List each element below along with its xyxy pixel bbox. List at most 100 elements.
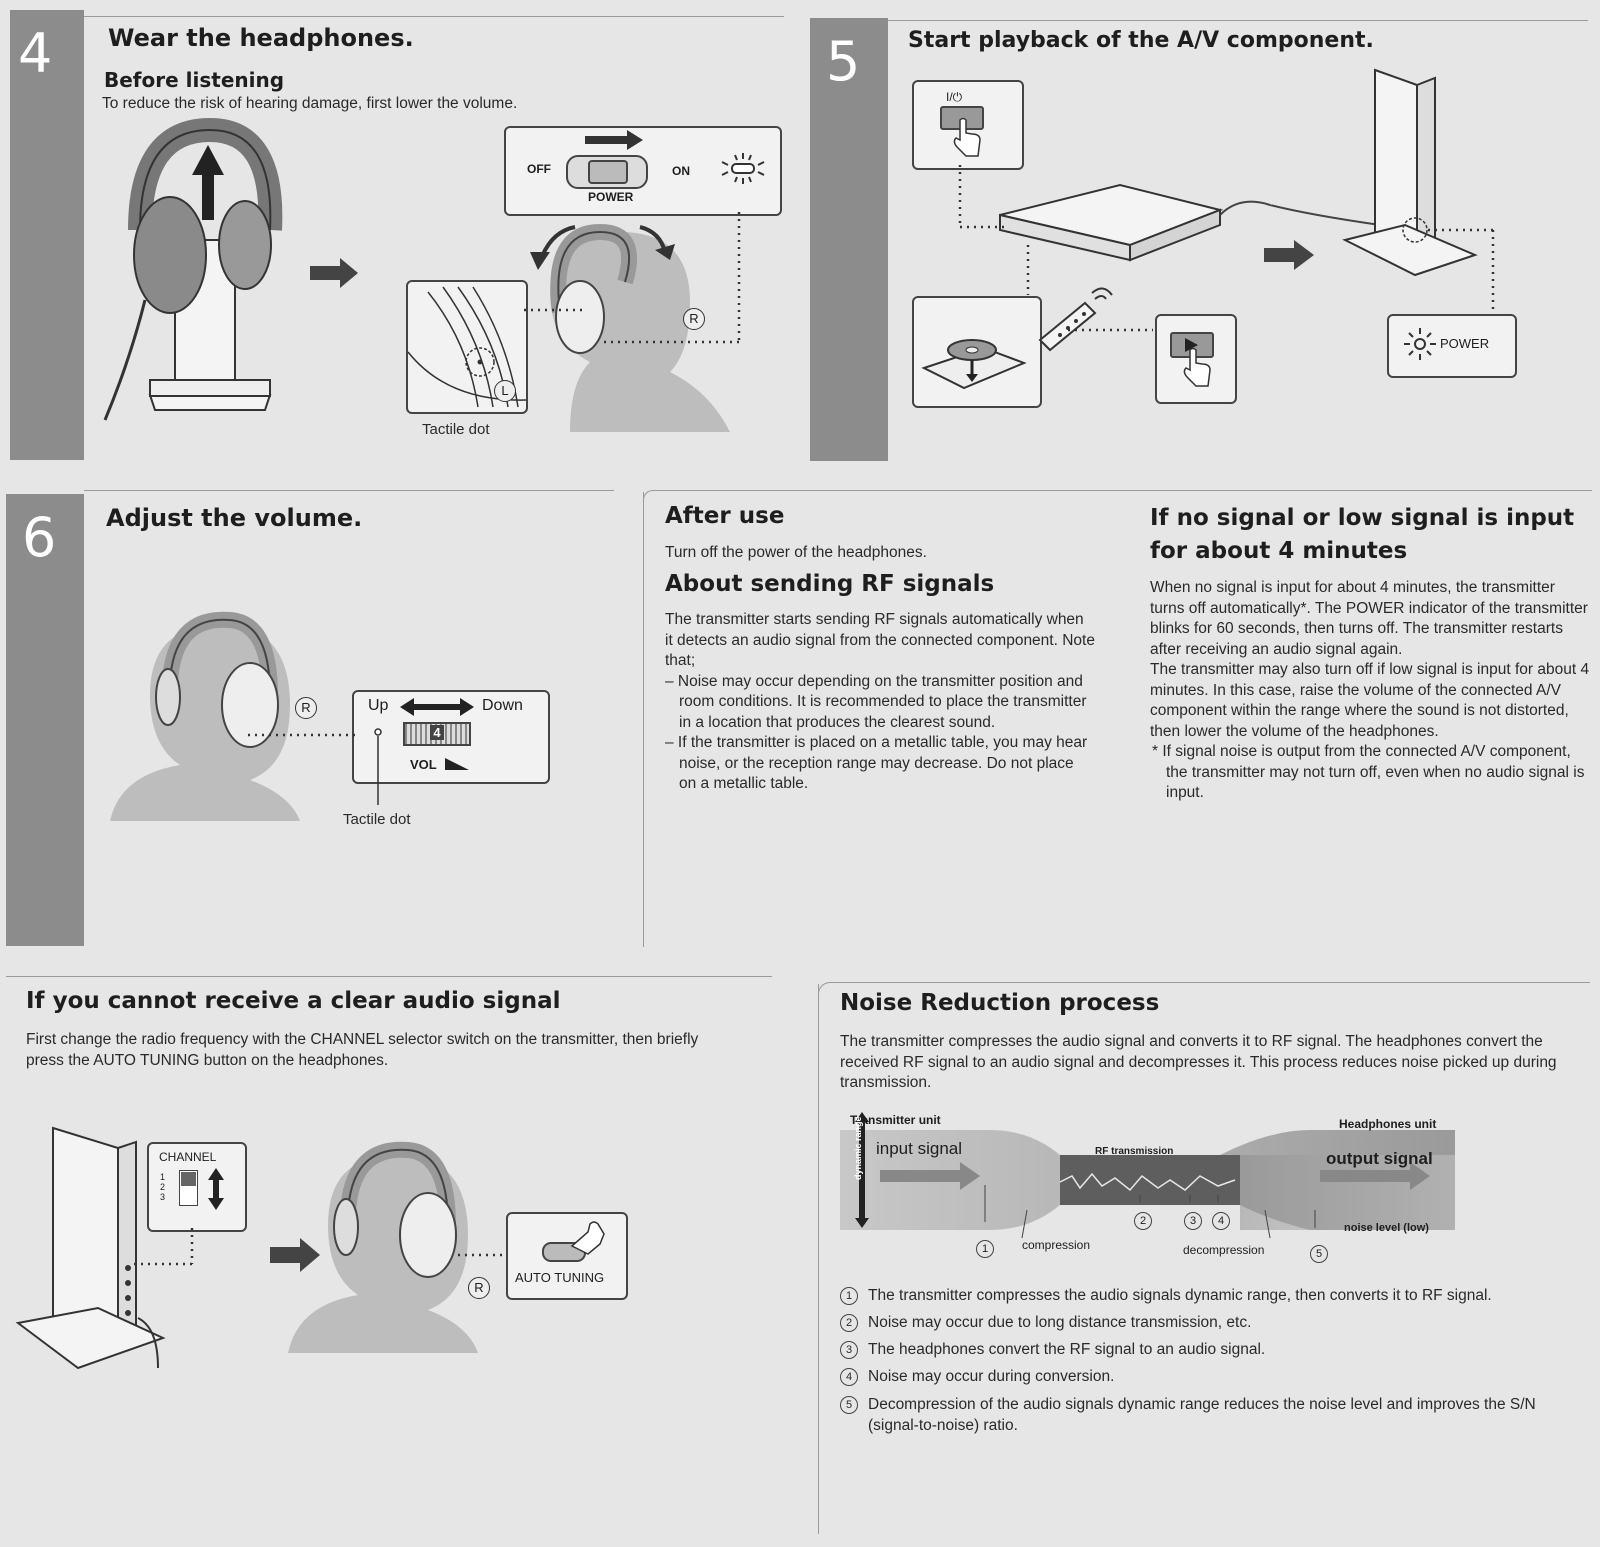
channel-switch[interactable] [179, 1170, 198, 1206]
rf-transmission-label: RF transmission [1095, 1146, 1174, 1157]
switch-on-label: ON [672, 164, 690, 178]
noise-item-num: 1 [840, 1287, 858, 1305]
step5-dotted-lines [958, 165, 1495, 332]
volume-wheel[interactable]: 4 [403, 722, 471, 746]
power-led-icon [721, 153, 765, 184]
compression-label: compression [1022, 1238, 1091, 1252]
step6-bar [6, 494, 84, 946]
noise-item-num: 2 [840, 1314, 858, 1332]
rf-item: – If the transmitter is placed on a meta… [665, 734, 1088, 792]
step6-title: Adjust the volume. [106, 504, 363, 532]
noise-reduction-diagram [840, 1112, 1455, 1239]
noise-item-text: The headphones convert the RF signal to … [868, 1341, 1266, 1358]
right-mark-badge: R [468, 1277, 490, 1299]
step4-subtitle: Before listening [104, 68, 285, 92]
noise-item-text: The transmitter compresses the audio sig… [868, 1287, 1492, 1304]
arrow-right-icon [270, 1238, 320, 1272]
rf-item: – Noise may occur depending on the trans… [665, 672, 1087, 731]
diagram-marker: 4 [1212, 1212, 1230, 1230]
no-signal-para1: When no signal is input for about 4 minu… [1150, 579, 1588, 658]
clear-signal-text: First change the radio frequency with th… [26, 1031, 699, 1069]
noise-item-text: Noise may occur during conversion. [868, 1368, 1115, 1385]
volume-up-label: Up [368, 697, 389, 714]
step4-number: 4 [18, 22, 53, 85]
no-signal-title-line1: If no signal or low signal is input [1150, 505, 1575, 531]
power-led-icon [1404, 328, 1436, 360]
callout-dotted-lines [524, 212, 741, 344]
transmitter-unit-label: Transmitter unit [850, 1113, 941, 1127]
up-down-arrow-icon [208, 1168, 224, 1210]
arrow-right-icon [1264, 240, 1314, 270]
transmitter-illustration [1342, 68, 1478, 277]
input-signal-label: input signal [876, 1139, 963, 1158]
remote-control-icon [1038, 287, 1113, 352]
diagram-marker: 2 [1134, 1212, 1152, 1230]
after-use-divider [643, 492, 644, 947]
tactile-dot-caption: Tactile dot [422, 421, 490, 438]
headphones-stand-illustration [103, 117, 283, 421]
right-mark-badge: R [295, 697, 317, 719]
diagram-marker: 3 [1184, 1212, 1202, 1230]
noise-corner [818, 982, 833, 997]
right-mark-badge: R [683, 308, 705, 330]
switch-off-label: OFF [527, 162, 551, 176]
channel-dotted-line [130, 1228, 194, 1266]
noise-item: 1 The transmitter compresses the audio si… [840, 1282, 1580, 1309]
arrow-right-icon [585, 130, 643, 150]
power-switch[interactable] [566, 155, 648, 189]
noise-divider [818, 984, 819, 1534]
headphones-unit-label: Headphones unit [1339, 1117, 1437, 1131]
after-use-rule [652, 490, 1592, 491]
volume-wheel-value: 4 [430, 725, 444, 740]
step5-rule [888, 20, 1588, 21]
finger-press-icon [953, 117, 981, 157]
rf-title: About sending RF signals [665, 571, 995, 597]
clear-signal-title: If you cannot receive a clear audio sign… [26, 988, 561, 1014]
no-signal-para2: The transmitter may also turn off if low… [1150, 661, 1590, 740]
av-player-illustration [999, 183, 1381, 262]
after-use-text: Turn off the power of the headphones. [665, 544, 927, 561]
after-use-title: After use [665, 503, 785, 529]
clear-signal-rule [6, 976, 772, 977]
diagram-marker: 5 [1310, 1245, 1328, 1263]
noise-item-num: 5 [840, 1396, 858, 1414]
power-indicator-label: POWER [1440, 336, 1490, 351]
step6-number: 6 [22, 506, 57, 569]
step4-title: Wear the headphones. [108, 24, 414, 52]
tactile-pointer [248, 728, 382, 805]
volume-down-label: Down [482, 697, 523, 714]
channel-label: CHANNEL [159, 1150, 217, 1164]
noise-item: 4 Noise may occur during conversion. [840, 1363, 1580, 1390]
finger-press-icon [570, 1221, 605, 1255]
power-indicator-box [1387, 314, 1517, 378]
dynamic-range-label: dynamic range [853, 1116, 863, 1180]
step5-number: 5 [826, 30, 861, 93]
head-wearing-headphones-illustration [530, 223, 730, 432]
disc-icon [921, 339, 1027, 390]
transmitter-illustration [15, 1126, 166, 1370]
noise-item-num: 4 [840, 1368, 858, 1386]
finger-press-icon [1183, 347, 1211, 387]
noise-rule [830, 982, 1590, 983]
tactile-dot-caption: Tactile dot [343, 811, 411, 828]
left-mark-badge: L [494, 380, 516, 402]
step6-rule [84, 490, 614, 491]
step4-text: To reduce the risk of hearing damage, fi… [102, 95, 518, 112]
auto-tuning-dotted-line [458, 1253, 510, 1257]
step4-bar [10, 10, 84, 460]
noise-items: 1 The transmitter compresses the audio si… [840, 1282, 1580, 1436]
no-signal-note: * If signal noise is output from the con… [1152, 743, 1585, 801]
after-use-corner [643, 490, 656, 503]
double-arrow-icon [400, 698, 474, 716]
av-power-button-label: I/⏻ [946, 90, 963, 104]
output-signal-label: output signal [1326, 1149, 1433, 1168]
disc-tray-box [912, 296, 1042, 408]
step4-rule [84, 16, 784, 17]
channel-options: 1 2 3 [160, 1172, 165, 1202]
step5-bar [810, 18, 888, 461]
no-signal-title-line2: for about 4 minutes [1150, 538, 1408, 564]
auto-tuning-label: AUTO TUNING [515, 1270, 605, 1285]
